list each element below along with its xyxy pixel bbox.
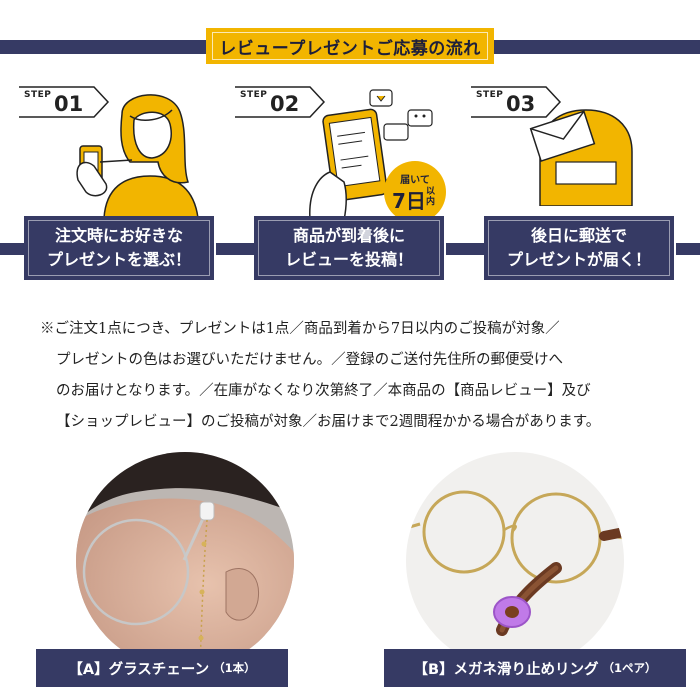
connector-right	[676, 243, 700, 255]
step-box-3: 後日に郵送で プレゼントが届く！	[484, 216, 674, 280]
step-text-line1: 後日に郵送で	[530, 226, 627, 245]
notice-line: 【ショップレビュー】のご投稿が対象／お届けまで2週間程かかる場合があります。	[56, 414, 601, 430]
step-number: 01	[54, 92, 84, 116]
notice-line: プレゼントの色はお選びいただけません。／登録のご送付先住所の郵便受けへ	[56, 352, 564, 368]
present-qty: （1ペア）	[602, 661, 657, 675]
present-name: 【B】メガネ滑り止めリング	[413, 661, 599, 678]
step-tag-1: STEP 01	[18, 86, 110, 118]
page-title-text: レビュープレゼントご応募の流れ	[219, 38, 481, 59]
step-label: STEP	[24, 90, 52, 100]
connector-1-2	[216, 243, 254, 255]
phone-review-illustration	[309, 89, 433, 220]
notice-line: のお届けとなります。／在庫がなくなり次第終了／本商品の【商品レビュー】及び	[56, 383, 591, 399]
step-label: STEP	[240, 90, 268, 100]
glass-chain-photo	[76, 452, 294, 670]
present-label-a: 【A】グラスチェーン （1本）	[36, 649, 288, 687]
seven-day-badge: 届いて 7日 以内	[384, 161, 446, 223]
step-text-line1: 注文時にお好きな	[54, 226, 183, 245]
step-text-line2: レビューを投稿！	[284, 250, 413, 269]
step-tag-2: STEP 02	[234, 86, 326, 118]
step-box-1: 注文時にお好きな プレゼントを選ぶ！	[24, 216, 214, 280]
step-text-line2: プレゼントが届く！	[506, 250, 651, 269]
present-qty: （1本）	[213, 661, 256, 675]
step-number: 02	[270, 92, 300, 116]
step-text-line2: プレゼントを選ぶ！	[46, 250, 191, 269]
step-box-2: 商品が到着後に レビューを投稿！	[254, 216, 444, 280]
step-text-line1: 商品が到着後に	[292, 226, 405, 245]
present-label-b: 【B】メガネ滑り止めリング （1ペア）	[384, 649, 686, 687]
woman-phone-illustration	[76, 94, 199, 218]
step-number: 03	[506, 92, 536, 116]
connector-left	[0, 243, 24, 255]
badge-top-text: 届いて	[400, 175, 430, 186]
mailbox-illustration	[529, 109, 633, 206]
step-tag-3: STEP 03	[470, 86, 562, 118]
anti-slip-ring-photo	[406, 452, 624, 670]
page-title: レビュープレゼントご応募の流れ	[206, 28, 494, 64]
connector-2-3	[446, 243, 484, 255]
badge-suffix-text: 以内	[426, 187, 436, 207]
present-name: 【A】グラスチェーン	[68, 661, 210, 678]
step-label: STEP	[476, 90, 504, 100]
notice-line: ※ご注文1点につき、プレゼントは1点／商品到着から7日以内のご投稿が対象／	[40, 321, 560, 337]
badge-days-text: 7日	[392, 189, 426, 213]
notice-text: ※ご注文1点につき、プレゼントは1点／商品到着から7日以内のご投稿が対象／ プレ…	[40, 314, 670, 438]
